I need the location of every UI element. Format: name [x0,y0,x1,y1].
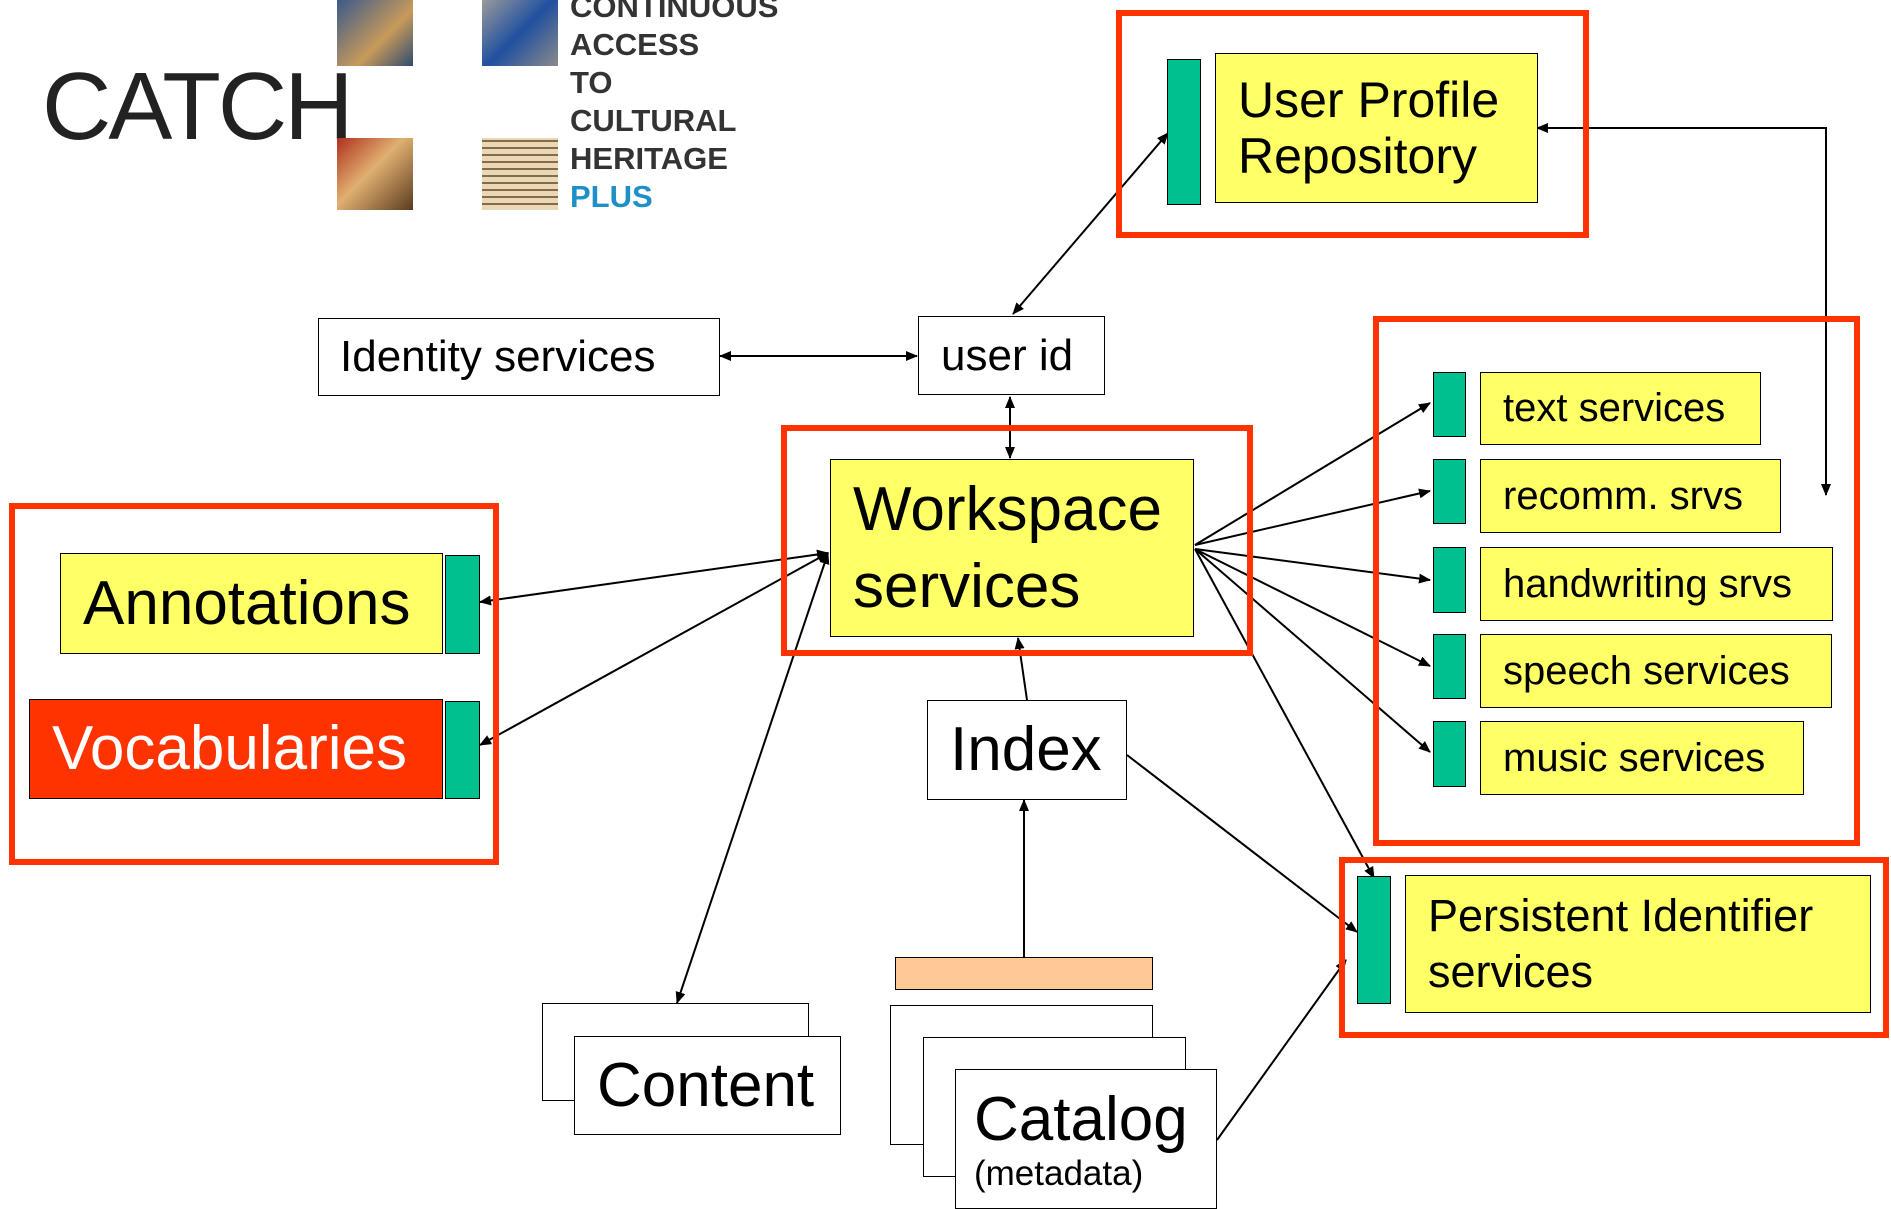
annotations-box: Annotations [60,553,443,654]
music-services-label: music services [1503,735,1766,780]
edge-workspace-text [1194,402,1431,546]
user-profile-repository-label: User Profile Repository [1238,72,1500,184]
content-label: Content [597,1050,815,1120]
catch-wordmark: CATCH [42,53,354,160]
annotations-connector-bar [445,555,480,654]
recomm-services-label: recomm. srvs [1503,473,1743,518]
edge-recomm-profile [1536,123,1831,496]
music-services-box: music services [1480,721,1804,795]
persistent-identifier-services-box: Persistent Identifier services [1405,875,1871,1013]
pid-highlight-frame [1339,857,1889,1038]
butterfly-thumbnail [482,0,558,66]
user-profile-repository-box: User Profile Repository [1215,53,1538,203]
edge-workspace-recomm [1194,488,1431,546]
painting-thumbnail-bottom [337,138,413,210]
recomm-services-connector-bar [1433,459,1466,524]
manuscript-thumbnail [482,138,558,210]
text-services-connector-bar [1433,372,1466,437]
vocabularies-connector-bar [445,701,480,799]
identity-services-label: Identity services [340,332,656,382]
catch-logo: CATCH CONTINUOUS ACCESS TO CULTURAL HERI… [0,0,778,215]
annotations-label: Annotations [83,568,411,638]
speech-services-connector-bar [1433,634,1466,699]
handwriting-services-connector-bar [1433,547,1466,613]
pid-connector-bar [1357,876,1391,1004]
handwriting-services-box: handwriting srvs [1480,547,1833,621]
catch-logo-words: CONTINUOUS ACCESS TO CULTURAL HERITAGE P… [570,0,778,216]
user-id-box: user id [918,316,1105,395]
logo-word-2: ACCESS [570,27,700,62]
services-highlight-frame [1373,316,1860,846]
catalog-box: Catalog (metadata) [955,1069,1217,1209]
edge-index-pid [1126,754,1358,933]
catalog-metadata-label: (metadata) [974,1154,1144,1194]
identity-services-box: Identity services [318,318,720,396]
edge-workspace-handwriting [1194,548,1431,584]
speech-services-box: speech services [1480,634,1832,708]
edge-workspace-annotations [479,549,829,606]
music-services-connector-bar [1433,721,1466,787]
workspace-highlight-frame [781,425,1253,656]
logo-word-plus: PLUS [570,179,653,214]
catalog-label: Catalog [974,1084,1188,1154]
edge-workspace-content [675,552,830,1004]
recomm-services-box: recomm. srvs [1480,459,1781,533]
edge-catalog-pid [1216,959,1347,1141]
index-box: Index [927,700,1127,800]
workspace-services-box: Workspace services [830,459,1194,637]
text-services-label: text services [1503,386,1726,431]
handwriting-services-label: handwriting srvs [1503,561,1793,606]
text-services-box: text services [1480,372,1761,445]
portrait-thumbnail-top [337,0,413,66]
vocabularies-label: Vocabularies [52,714,408,784]
workspace-services-label: Workspace services [853,474,1162,622]
persistent-identifier-services-label: Persistent Identifier services [1428,889,1814,997]
user-profile-highlight-frame [1116,10,1589,238]
user-id-label: user id [941,330,1074,380]
logo-word-3: TO [570,65,613,100]
edge-workspace-music [1194,548,1431,753]
logo-word-4: CULTURAL [570,103,737,138]
index-label: Index [950,715,1102,785]
catalog-stub-bar [895,957,1153,990]
vocabularies-box: Vocabularies [29,699,443,799]
speech-services-label: speech services [1503,648,1790,693]
user-profile-connector-bar [1167,59,1201,205]
content-box: Content [574,1036,841,1135]
logo-word-5: HERITAGE [570,141,728,176]
annotations-vocabularies-highlight-frame [9,503,499,865]
edge-userid-profile [1012,132,1169,315]
edge-workspace-vocabularies [479,552,829,746]
edge-index-workspace [1014,637,1028,701]
edge-workspace-pid [1194,548,1375,879]
edge-workspace-speech [1194,548,1431,667]
logo-word-1: CONTINUOUS [570,0,779,24]
